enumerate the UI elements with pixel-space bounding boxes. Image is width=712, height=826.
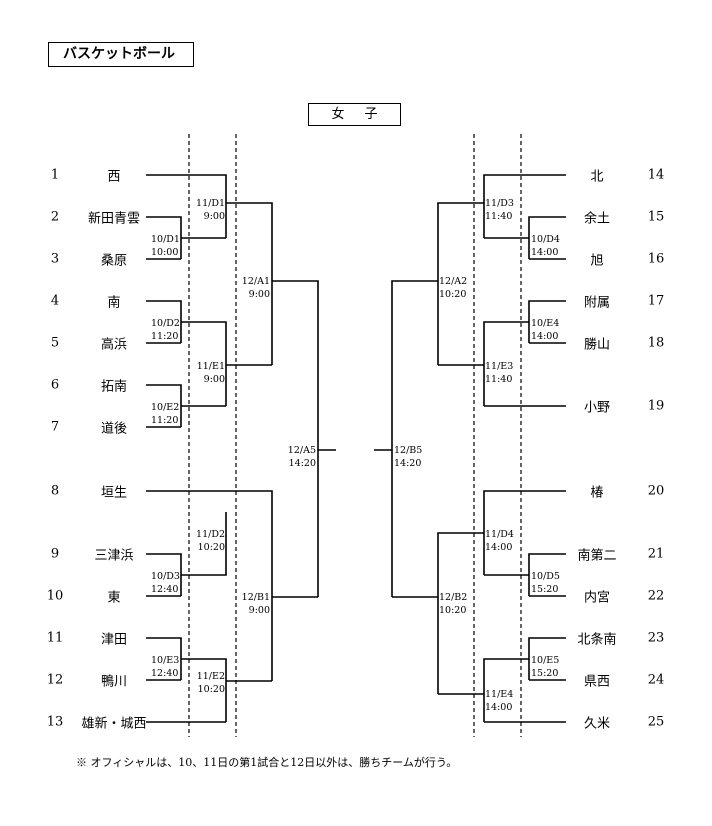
left-team-name: 西 xyxy=(107,169,121,185)
right-seed-number: 18 xyxy=(647,335,665,351)
right-seed-number: 15 xyxy=(647,209,665,225)
right-team-name: 小野 xyxy=(583,400,610,416)
right-team-name: 旭 xyxy=(590,253,604,269)
right-team-name: 余土 xyxy=(583,211,610,227)
left-team-name: 三津浜 xyxy=(94,548,134,564)
right-team-name: 北条南 xyxy=(577,632,617,648)
left-seed-number: 13 xyxy=(46,714,64,730)
right-seed-number: 14 xyxy=(647,167,665,183)
left-team-name: 新田青雲 xyxy=(87,211,140,227)
left-team-name: 南 xyxy=(107,295,121,311)
right-team-name: 北 xyxy=(590,169,604,185)
right-team-name: 内宮 xyxy=(583,590,610,606)
right-seed-number: 19 xyxy=(647,398,665,414)
left-team-name: 雄新・城西 xyxy=(81,716,147,732)
left-team-name: 拓南 xyxy=(100,379,127,395)
left-team-name: 津田 xyxy=(100,632,127,648)
left-seed-number: 8 xyxy=(50,483,60,499)
left-seed-number: 12 xyxy=(46,672,64,688)
right-team-name: 附属 xyxy=(583,295,610,311)
left-seed-number: 11 xyxy=(46,630,64,646)
right-seed-number: 23 xyxy=(647,630,665,646)
division-label: 女子 xyxy=(308,103,401,126)
left-team-name: 道後 xyxy=(100,421,127,437)
right-seed-number: 16 xyxy=(647,251,665,267)
left-seed-number: 4 xyxy=(50,293,60,309)
left-seed-number: 5 xyxy=(50,335,60,351)
right-team-name: 椿 xyxy=(590,485,604,501)
right-team-name: 勝山 xyxy=(583,337,610,353)
right-team-name: 南第二 xyxy=(577,548,617,564)
right-seed-number: 21 xyxy=(647,546,665,562)
left-seed-number: 10 xyxy=(46,588,64,604)
left-seed-number: 6 xyxy=(50,377,60,393)
page-title: バスケットボール xyxy=(48,42,194,67)
left-team-name: 垣生 xyxy=(100,485,127,501)
right-seed-number: 17 xyxy=(647,293,665,309)
right-seed-number: 22 xyxy=(647,588,665,604)
left-seed-number: 9 xyxy=(50,546,60,562)
footnote: ※ オフィシャルは、10、11日の第1試合と12日以外は、勝ちチームが行う。 xyxy=(76,756,458,769)
right-seed-number: 24 xyxy=(647,672,665,688)
left-seed-number: 3 xyxy=(50,251,60,267)
right-team-name: 久米 xyxy=(583,716,610,732)
left-team-name: 桑原 xyxy=(100,253,127,269)
right-seed-number: 25 xyxy=(647,714,665,730)
left-seed-number: 7 xyxy=(50,419,60,435)
right-seed-number: 20 xyxy=(647,483,665,499)
left-team-name: 高浜 xyxy=(100,337,127,353)
left-seed-number: 1 xyxy=(50,167,60,183)
right-team-name: 県西 xyxy=(583,674,610,690)
left-team-name: 鴨川 xyxy=(100,674,127,690)
left-team-name: 東 xyxy=(107,590,121,606)
left-seed-number: 2 xyxy=(50,209,60,225)
